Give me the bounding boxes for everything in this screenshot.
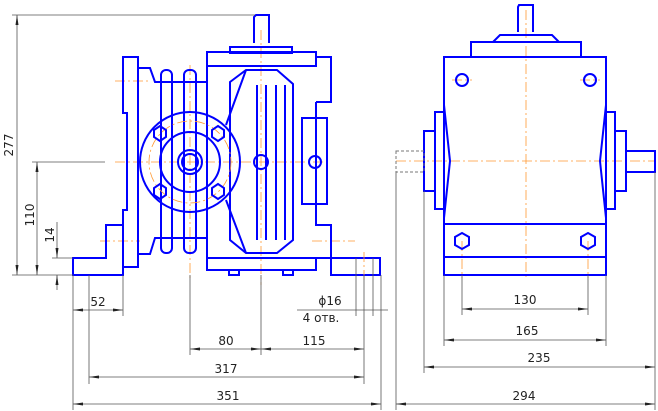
input-shaft xyxy=(253,14,270,43)
base-strip xyxy=(443,256,607,276)
rib xyxy=(183,69,197,254)
flange-bolts xyxy=(153,124,225,201)
dim-hole-diameter: ϕ16 xyxy=(318,294,341,308)
plug xyxy=(308,155,322,169)
dim-165: 165 xyxy=(516,324,539,338)
dim-130: 130 xyxy=(514,293,537,307)
dim-277: 277 xyxy=(2,134,16,157)
left-plate xyxy=(122,56,139,268)
bolt xyxy=(253,154,269,170)
right-plate xyxy=(315,56,332,259)
right-flange xyxy=(605,111,616,210)
inner-housing xyxy=(206,66,294,258)
hex-bolt xyxy=(454,231,470,251)
lift-hole xyxy=(583,73,597,87)
opposite-shaft xyxy=(395,150,425,173)
top-cover xyxy=(206,51,317,67)
left-foot xyxy=(72,224,124,276)
cap xyxy=(492,34,560,43)
dim-235: 235 xyxy=(528,351,551,365)
dim-hole-count: 4 отв. xyxy=(303,311,340,325)
dim-14: 14 xyxy=(43,227,57,242)
output-shaft xyxy=(625,150,656,173)
dim-110: 110 xyxy=(23,204,37,227)
dim-351: 351 xyxy=(217,389,240,403)
lift-hole xyxy=(455,73,469,87)
front-view xyxy=(72,14,381,285)
bottom-cover xyxy=(206,257,317,271)
dim-52: 52 xyxy=(90,295,105,309)
dim-115: 115 xyxy=(303,334,326,348)
dim-80: 80 xyxy=(218,334,233,348)
dim-294: 294 xyxy=(513,389,536,403)
flange xyxy=(139,111,241,213)
left-flange xyxy=(434,111,445,210)
shaft xyxy=(517,4,534,32)
worm-housing xyxy=(138,67,207,255)
dim-317: 317 xyxy=(215,362,238,376)
side-dimensions: 130 165 235 294 xyxy=(395,172,656,410)
cap xyxy=(229,46,293,54)
side-view xyxy=(395,4,656,278)
front-dimensions: 277 110 14 52 ϕ16 4 отв. 80 115 317 351 xyxy=(2,14,388,410)
hex-bolt xyxy=(580,231,596,251)
side-box xyxy=(301,117,328,205)
rib xyxy=(160,69,173,254)
